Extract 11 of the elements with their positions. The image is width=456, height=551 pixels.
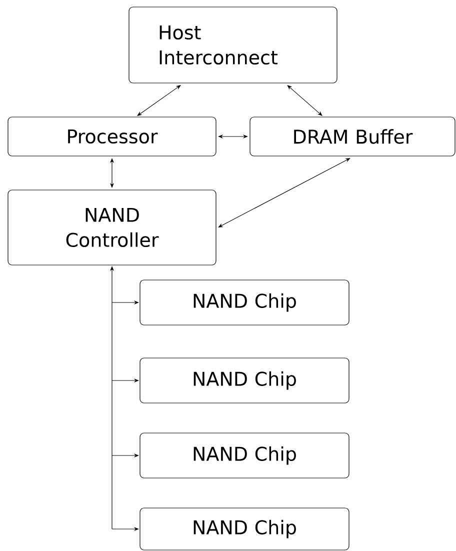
arrow bbox=[137, 85, 181, 116]
block-box: Processor bbox=[8, 116, 216, 156]
block-box: Host Interconnect bbox=[128, 6, 338, 84]
block-box: NAND Controller bbox=[8, 190, 216, 266]
block-box: NAND Chip bbox=[140, 508, 350, 550]
block-box: NAND Chip bbox=[140, 358, 350, 404]
arrow bbox=[287, 85, 322, 116]
block-box: DRAM Buffer bbox=[250, 116, 456, 156]
block-box: NAND Chip bbox=[140, 432, 350, 478]
arrow bbox=[218, 158, 350, 228]
block-box: NAND Chip bbox=[140, 280, 350, 326]
